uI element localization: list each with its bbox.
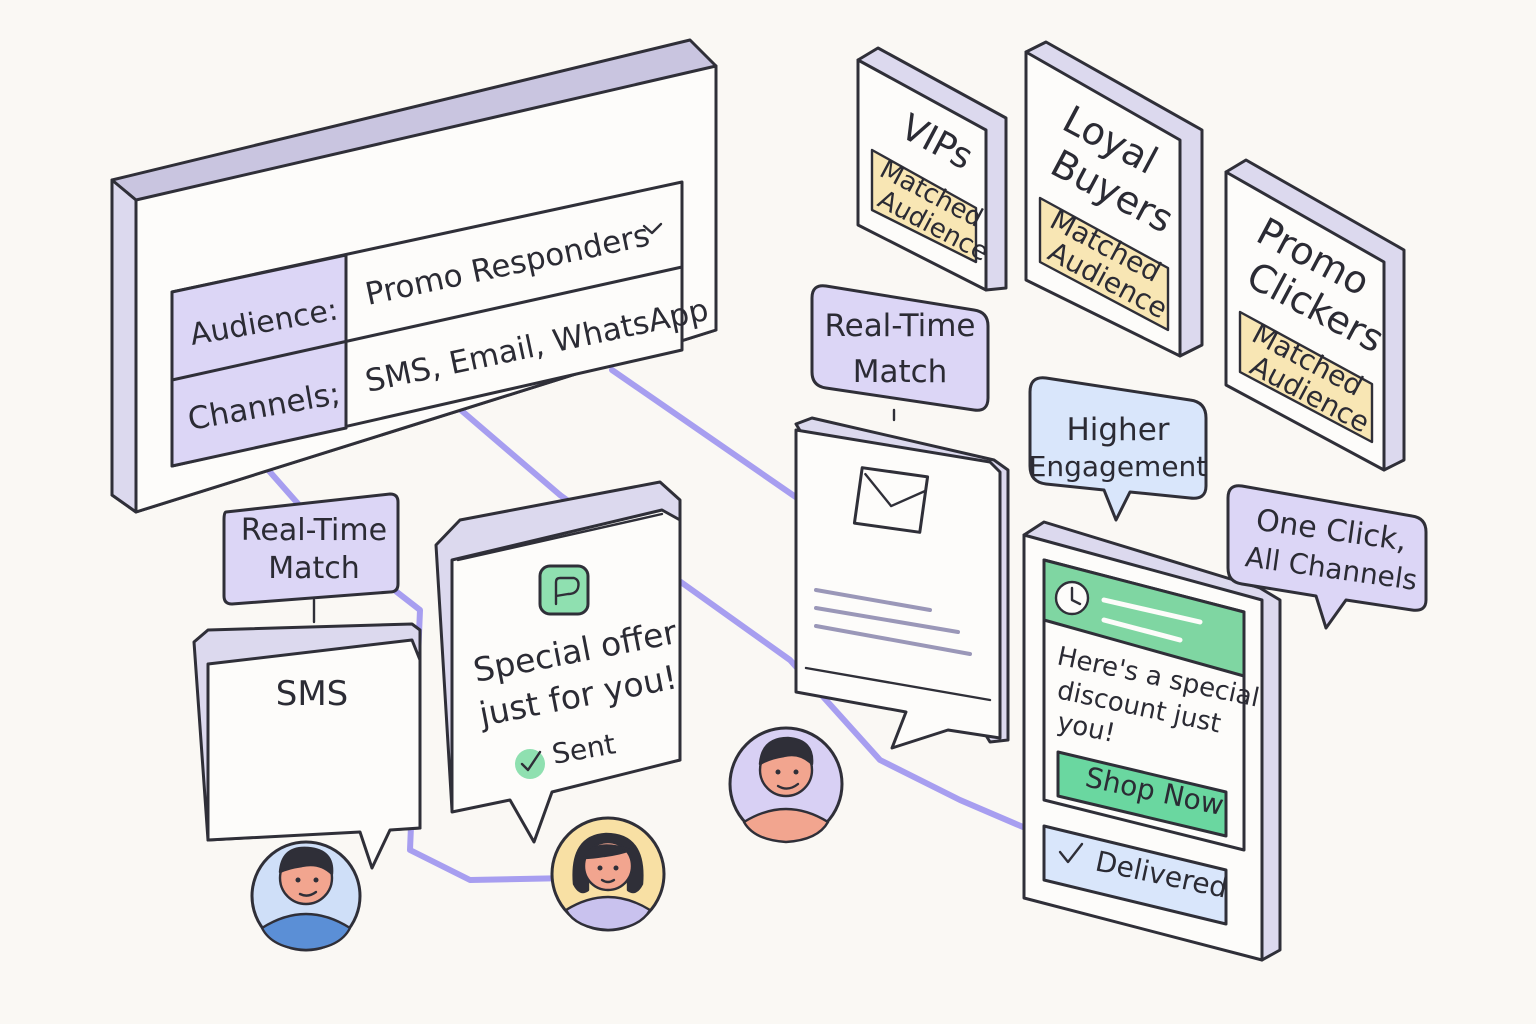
segment-card-promo-clickers[interactable]: Promo Clickers Matched Audience <box>1224 158 1406 472</box>
segment-card-loyal-buyers[interactable]: Loyal Buyers Matched Audience <box>1024 40 1204 358</box>
push-card[interactable]: Here's a special discount just you! Shop… <box>1022 520 1282 962</box>
matched-audience-badge <box>1038 196 1170 332</box>
sms-card[interactable]: SMS <box>192 622 422 870</box>
envelope-icon <box>852 466 930 534</box>
connector-push <box>609 367 803 503</box>
avatar-woman-yellow <box>550 816 666 932</box>
email-line <box>814 588 932 612</box>
chevron-down-icon[interactable] <box>642 222 663 235</box>
sms-card-title: SMS <box>276 674 349 714</box>
segment-card-vips[interactable]: VIPs Matched Audience <box>856 46 1008 292</box>
callout-line: Engagement <box>1029 450 1208 483</box>
whatsapp-card[interactable]: Special offer just for you! Sent <box>434 480 682 844</box>
higher-engagement-callout: Higher Engagement <box>1028 376 1208 522</box>
avatar-man-lavender <box>728 726 844 844</box>
realtime-match-tag-left: Real-Time Match <box>222 492 400 624</box>
tag-line: Real-Time <box>241 513 387 548</box>
check-circle-icon <box>515 749 545 779</box>
chat-app-icon <box>538 564 590 616</box>
one-click-callout: One Click, All Channels <box>1226 484 1428 630</box>
checkmark-icon <box>1058 842 1084 864</box>
connector-whatsapp <box>452 402 563 498</box>
realtime-match-tag-center: Real-Time Match <box>810 284 990 422</box>
campaign-settings-panel: Audience: Promo Responders Channels; SMS… <box>110 38 718 514</box>
email-line <box>814 606 960 634</box>
email-card[interactable] <box>794 416 1010 750</box>
shop-now-button[interactable] <box>1056 750 1228 838</box>
matched-audience-badge <box>1238 310 1374 444</box>
delivered-badge <box>1042 824 1228 926</box>
matched-audience-badge <box>870 148 978 264</box>
callout-line: Higher <box>1066 412 1169 448</box>
push-header <box>1042 558 1246 678</box>
tag-line: Real-Time <box>824 308 975 344</box>
tag-line: Match <box>268 551 360 586</box>
email-line <box>814 624 972 656</box>
tag-line: Match <box>853 354 948 390</box>
avatar-man-blue <box>250 840 362 952</box>
